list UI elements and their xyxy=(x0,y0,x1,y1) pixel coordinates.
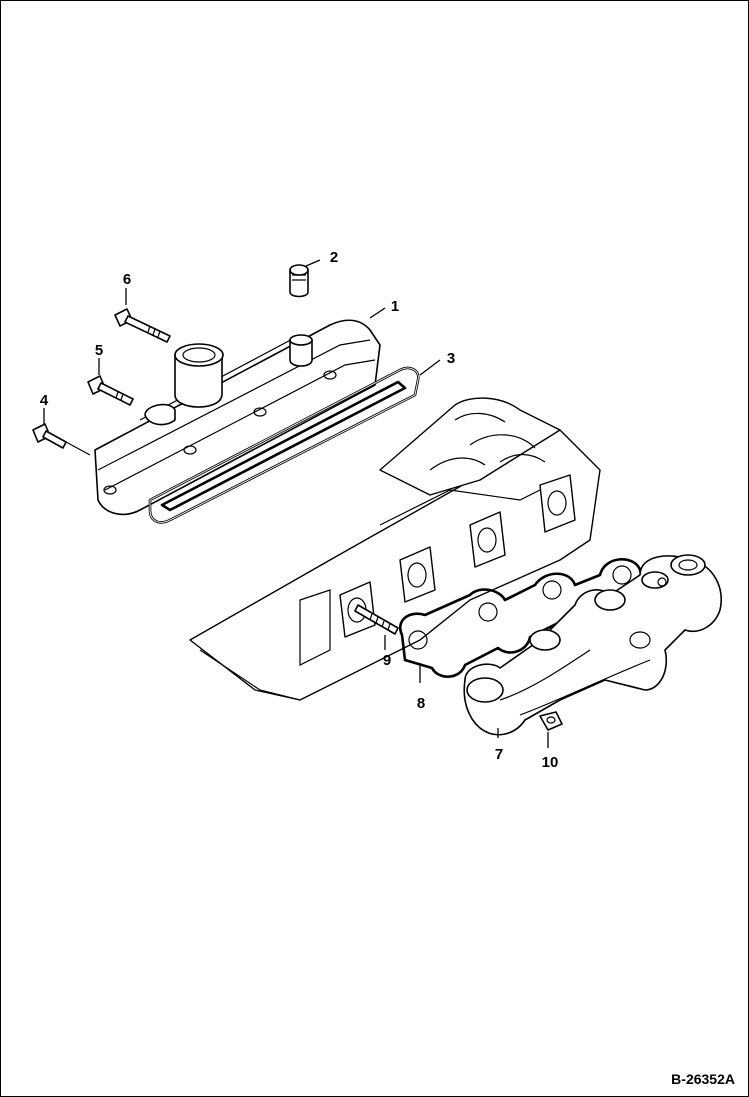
callout-9: 9 xyxy=(383,652,391,669)
rocker-cover xyxy=(94,319,381,516)
callout-4: 4 xyxy=(40,392,49,409)
callout-10: 10 xyxy=(542,754,559,771)
cylinder-head xyxy=(189,397,601,701)
callout-8: 8 xyxy=(417,695,425,712)
filler-cap xyxy=(289,264,309,298)
manifold-nut xyxy=(539,711,563,731)
callout-2: 2 xyxy=(330,249,338,266)
callout-7: 7 xyxy=(495,746,503,763)
exhaust-manifold xyxy=(463,554,722,736)
cover-bolt-5 xyxy=(87,375,134,406)
leader-lines xyxy=(43,259,549,748)
cover-bolt-4 xyxy=(32,423,67,449)
cover-gasket xyxy=(148,366,420,524)
callout-5: 5 xyxy=(95,342,103,359)
callout-3: 3 xyxy=(447,350,455,367)
bolt-centerline xyxy=(65,441,91,456)
callout-1: 1 xyxy=(391,298,399,315)
figure-id: B-26352A xyxy=(671,1071,735,1087)
callout-6: 6 xyxy=(123,271,131,288)
cover-bolt-6 xyxy=(114,308,171,343)
manifold-stud xyxy=(354,604,399,635)
